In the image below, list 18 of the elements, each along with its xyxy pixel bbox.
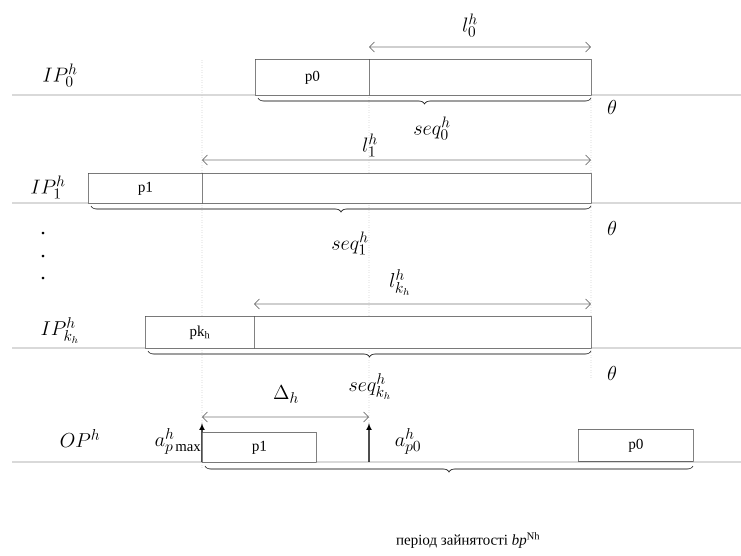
- math-label: $IP_{0}^{h}$: [43, 64, 76, 87]
- math-label: $\theta$: [608, 220, 616, 236]
- math-label: $a_{p0}^{h}$: [396, 428, 420, 454]
- math-label: $\theta$: [608, 100, 616, 114]
- task-box: p0: [255, 59, 370, 96]
- math-label: $\theta$: [608, 366, 616, 380]
- task-box: pk$_{h}$: [145, 316, 255, 349]
- math-label: $seq_{1}^{h}$: [332, 232, 368, 254]
- math-label: $seq_{0}^{h}$: [414, 116, 450, 140]
- math-label: $\Delta_{h}$: [274, 384, 298, 403]
- math-label: $IP_{k_{h}}^{h}$: [41, 317, 78, 343]
- math-label: $OP^{h}$: [60, 429, 100, 448]
- task-box: p1: [202, 432, 317, 463]
- task-box: p1: [88, 173, 203, 204]
- task-box: p0: [578, 429, 694, 462]
- math-label: $seq_{k_{h}}^{h}$: [349, 373, 390, 399]
- bar-box: [369, 59, 592, 96]
- brace-label: період зайнятості bp$^{Nh}$: [396, 532, 540, 548]
